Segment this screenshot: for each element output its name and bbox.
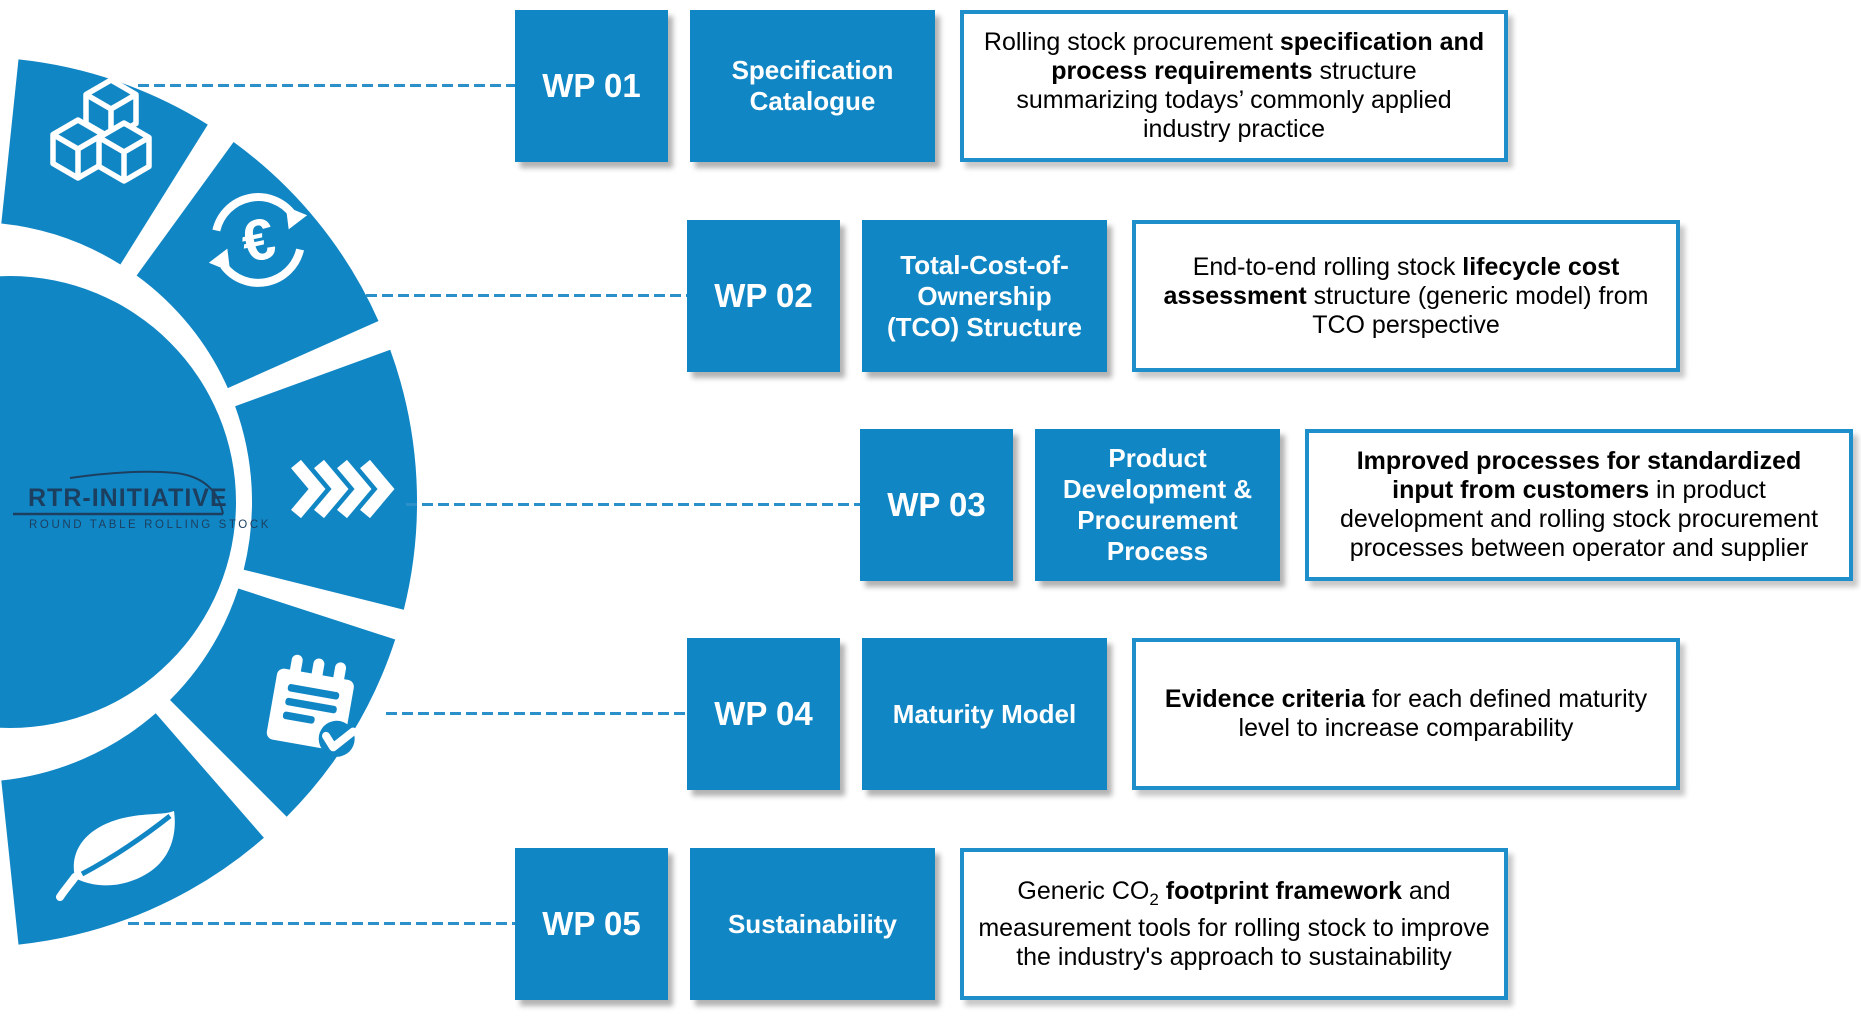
connector-wp05 <box>128 922 515 925</box>
connector-wp04 <box>386 712 687 715</box>
wp03-description-box: Improved processes for standardized inpu… <box>1305 429 1853 581</box>
wp05-description-box: Generic CO2 footprint framework and meas… <box>960 848 1508 1000</box>
leaf-icon <box>56 811 175 901</box>
logo-title: RTR-INITIATIVE <box>28 484 228 512</box>
wp04-title-box: Maturity Model <box>862 638 1107 790</box>
wp01-description-box: Rolling stock procurement specification … <box>960 10 1508 162</box>
chevrons-icon <box>291 459 395 519</box>
wp02-label-box: WP 02 <box>687 220 840 372</box>
connector-wp03 <box>406 503 860 506</box>
wp05-label-box: WP 05 <box>515 848 668 1000</box>
wp02-title-box: Total-Cost-of-Ownership (TCO) Structure <box>862 220 1107 372</box>
wp03-title-box: Product Development & Procurement Proces… <box>1035 429 1280 581</box>
wheel-segment-wp02 <box>136 142 379 389</box>
wp03-label-box: WP 03 <box>860 429 1013 581</box>
work-package-wheel: € <box>0 59 418 945</box>
wp05-title-box: Sustainability <box>690 848 935 1000</box>
connector-wp02 <box>366 294 687 297</box>
wp04-label-box: WP 04 <box>687 638 840 790</box>
wp04-description-box: Evidence criteria for each defined matur… <box>1132 638 1680 790</box>
logo-train-swoosh <box>13 470 224 516</box>
cubes-icon <box>50 77 152 184</box>
notepad-check-icon <box>266 654 358 757</box>
wp01-title-box: Specification Catalogue <box>690 10 935 162</box>
wheel-inner-disc <box>0 276 236 728</box>
rtr-logo: RTR-INITIATIVE ROUND TABLE ROLLING STOCK <box>10 470 268 548</box>
connector-wp01 <box>138 84 515 87</box>
wp02-description-box: End-to-end rolling stock lifecycle cost … <box>1132 220 1680 372</box>
logo-subtitle: ROUND TABLE ROLLING STOCK <box>29 519 272 531</box>
wp01-label-box: WP 01 <box>515 10 668 162</box>
